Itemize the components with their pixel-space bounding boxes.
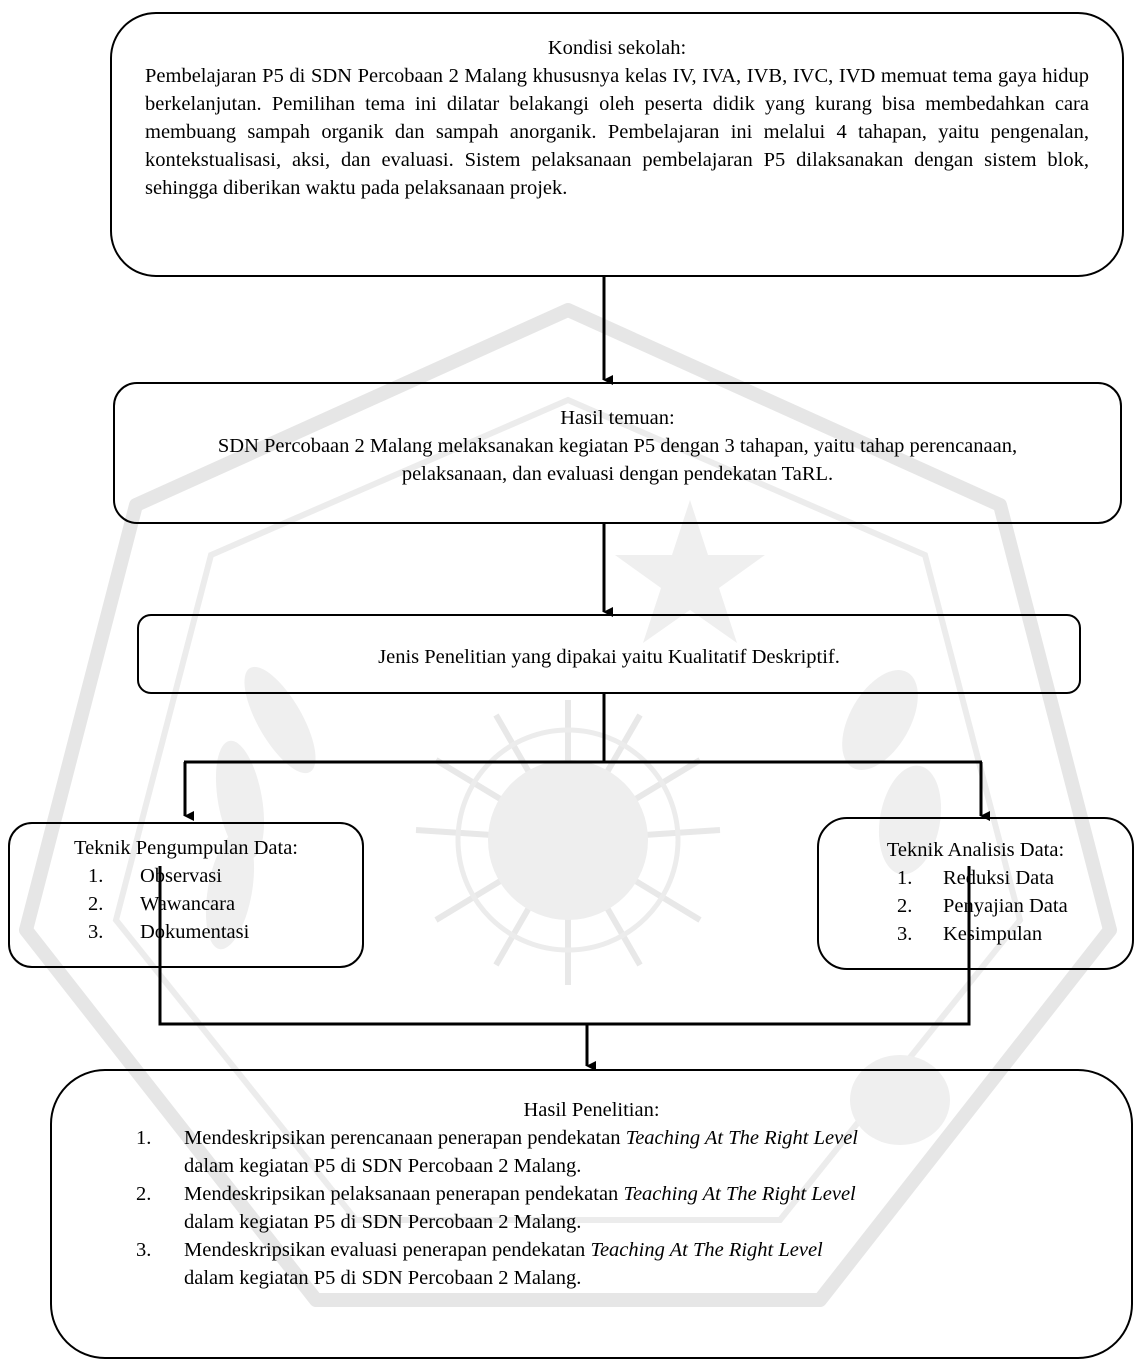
hasil-temuan-box: Hasil temuan: SDN Percobaan 2 Malang mel… [113,382,1122,524]
hasil-temuan-title: Hasil temuan: [560,407,675,429]
list-number: 3. [88,921,104,943]
jenis-penelitian-box: Jenis Penelitian yang dipakai yaitu Kual… [137,614,1081,694]
teknik-analisis-title: Teknik Analisis Data: [886,839,1065,861]
teknik-analisis-box: Teknik Analisis Data: 1. Reduksi Data 2.… [817,817,1134,970]
kondisi-sekolah-text: Pembelajaran P5 di SDN Percobaan 2 Malan… [145,65,1089,199]
teknik-analisis-list: 1. Reduksi Data 2. Penyajian Data 3. Kes… [897,864,1132,948]
list-number: 3. [897,923,913,945]
list-item: 3. Mendeskripsikan evaluasi penerapan pe… [136,1236,1056,1292]
teknik-pengumpulan-title: Teknik Pengumpulan Data: [73,837,299,859]
list-text: Dokumentasi [140,921,250,943]
list-number: 2. [136,1183,152,1205]
list-item: 1. Reduksi Data [897,864,1132,892]
list-item: 2. Mendeskripsikan pelaksanaan penerapan… [136,1180,1056,1236]
hasil-penelitian-list: 1. Mendeskripsikan perencanaan penerapan… [136,1124,1056,1292]
list-text: Kesimpulan [943,923,1043,945]
list-number: 2. [88,893,104,915]
hasil-penelitian-title: Hasil Penelitian: [523,1099,660,1121]
teknik-pengumpulan-list: 1. Observasi 2. Wawancara 3. Dokumentasi [88,862,362,946]
hasil-penelitian-box: Hasil Penelitian: 1. Mendeskripsikan per… [50,1069,1133,1359]
list-item: 2. Penyajian Data [897,892,1132,920]
list-number: 3. [136,1239,152,1261]
list-item: 3. Kesimpulan [897,920,1132,948]
list-text: dalam kegiatan P5 di SDN Percobaan 2 Mal… [184,1267,582,1289]
teknik-pengumpulan-box: Teknik Pengumpulan Data: 1. Observasi 2.… [8,822,364,968]
seal-star [615,500,765,643]
list-item: 2. Wawancara [88,890,362,918]
list-text-emphasis: Teaching At The Right Level [623,1183,856,1205]
kondisi-sekolah-title: Kondisi sekolah: [547,37,687,59]
kondisi-sekolah-box: Kondisi sekolah: Pembelajaran P5 di SDN … [110,12,1124,277]
list-number: 1. [897,867,913,889]
seal-center-circle [488,760,648,920]
list-text: dalam kegiatan P5 di SDN Percobaan 2 Mal… [184,1155,582,1177]
list-item: 1. Observasi [88,862,362,890]
list-text: Mendeskripsikan evaluasi penerapan pende… [184,1239,591,1261]
seal-leaves [205,666,950,1145]
list-number: 1. [136,1127,152,1149]
list-text: Mendeskripsikan perencanaan penerapan pe… [184,1127,626,1149]
list-text-emphasis: Teaching At The Right Level [590,1239,823,1261]
list-item: 3. Dokumentasi [88,918,362,946]
list-text: Mendeskripsikan pelaksanaan penerapan pe… [184,1183,624,1205]
list-text: Penyajian Data [943,895,1068,917]
hasil-temuan-text: SDN Percobaan 2 Malang melaksanakan kegi… [217,435,1018,485]
list-text: Wawancara [140,893,236,915]
seal-outer-heptagon [19,303,1117,1307]
list-number: 2. [897,895,913,917]
list-text: Observasi [140,865,222,887]
line-merge [158,866,971,1026]
list-item: 1. Mendeskripsikan perencanaan penerapan… [136,1124,1056,1180]
list-text-emphasis: Teaching At The Right Level [625,1127,859,1149]
list-number: 1. [88,865,104,887]
list-text: dalam kegiatan P5 di SDN Percobaan 2 Mal… [184,1211,582,1233]
jenis-penelitian-text: Jenis Penelitian yang dipakai yaitu Kual… [378,646,840,668]
list-text: Reduksi Data [943,867,1055,889]
